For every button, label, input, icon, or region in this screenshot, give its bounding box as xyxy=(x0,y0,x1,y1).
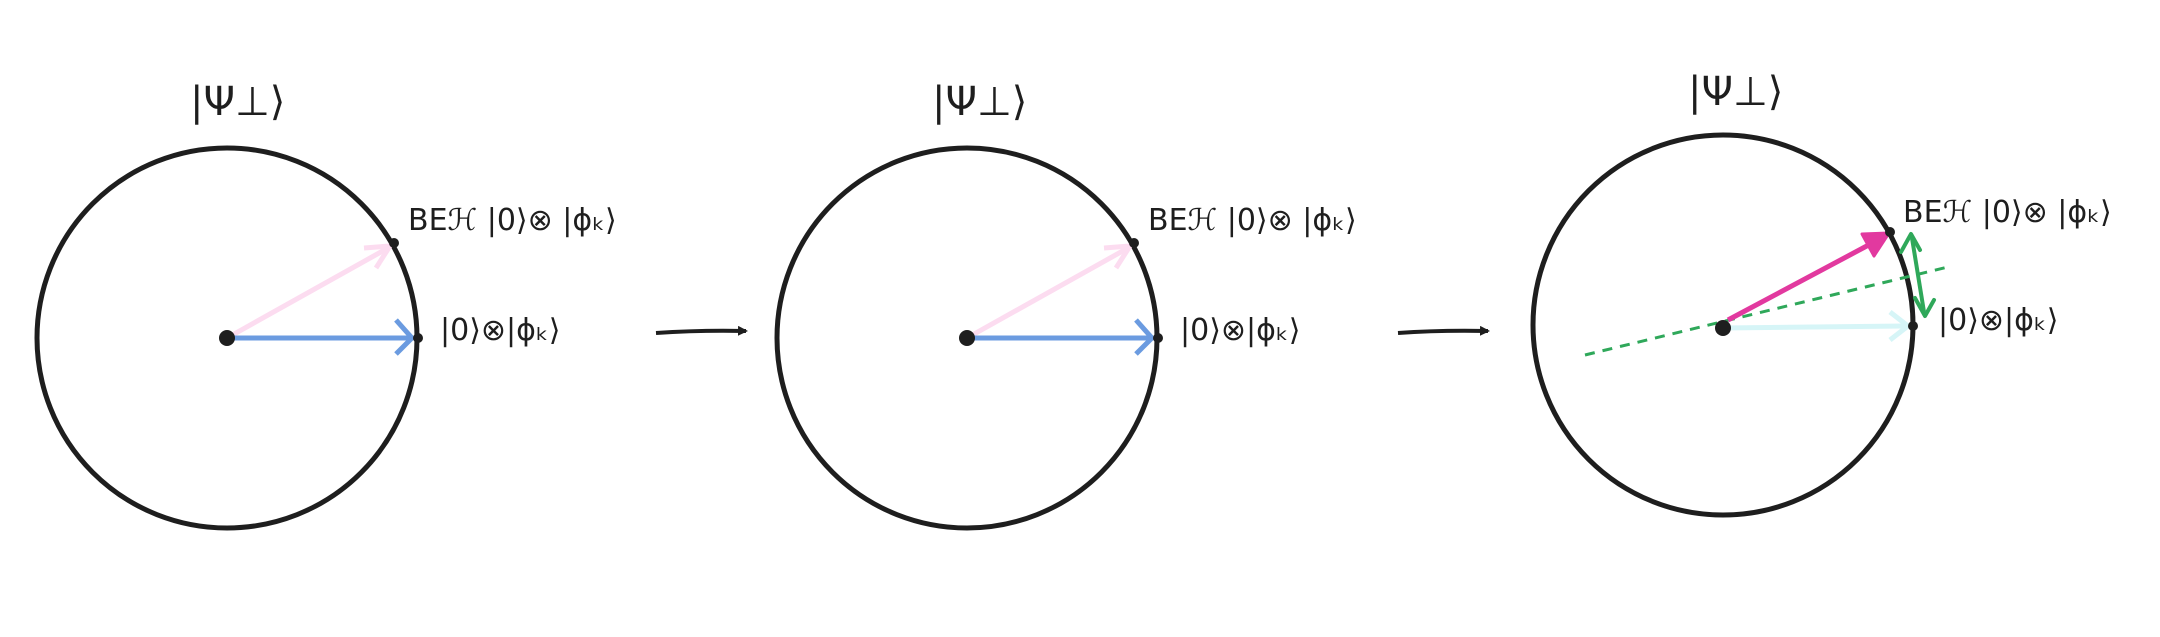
ket-label: |0⟩⊗|ϕₖ⟩ xyxy=(440,313,560,348)
transition-arrow-1 xyxy=(655,325,748,336)
transition-arrow-2 xyxy=(1397,325,1490,336)
panel-3: |Ψ⊥⟩ BEℋ |0⟩⊗ |ϕₖ⟩ |0⟩⊗|ϕₖ⟩ xyxy=(1530,69,2112,518)
reflection-arrow xyxy=(1910,237,1926,313)
psi-perp-label: |Ψ⊥⟩ xyxy=(932,79,1027,125)
origin-dot xyxy=(1715,320,1731,336)
be-vector xyxy=(1726,237,1880,323)
origin-dot xyxy=(219,330,235,346)
be-vector-faint xyxy=(965,245,1130,341)
reflection-arrow-head-top xyxy=(1899,232,1922,254)
reflection-axis xyxy=(1584,264,1953,357)
be-point-dot xyxy=(1885,227,1895,237)
be-label: BEℋ |0⟩⊗ |ϕₖ⟩ xyxy=(1903,195,2112,230)
be-vector-arrowhead xyxy=(1860,231,1891,258)
ket-point-dot xyxy=(1153,333,1163,343)
ket-vector-arrowhead xyxy=(1134,318,1155,356)
be-label: BEℋ |0⟩⊗ |ϕₖ⟩ xyxy=(1148,203,1357,238)
origin-dot xyxy=(959,330,975,346)
reflection-arrow-head-bottom xyxy=(1913,296,1936,318)
ket-point-dot xyxy=(413,333,423,343)
panel-1: |Ψ⊥⟩ BEℋ |0⟩⊗ |ϕₖ⟩ |0⟩⊗|ϕₖ⟩ xyxy=(34,79,617,531)
psi-perp-label: |Ψ⊥⟩ xyxy=(1688,69,1783,115)
ket-vector-arrowhead xyxy=(394,318,415,356)
be-point-dot xyxy=(389,238,399,248)
ket-label: |0⟩⊗|ϕₖ⟩ xyxy=(1180,313,1300,348)
be-vector-faint xyxy=(225,245,390,341)
be-point-dot xyxy=(1129,238,1139,248)
panel-2: |Ψ⊥⟩ BEℋ |0⟩⊗ |ϕₖ⟩ |0⟩⊗|ϕₖ⟩ xyxy=(774,79,1357,531)
ket-vector-faint xyxy=(1722,323,1906,331)
be-label: BEℋ |0⟩⊗ |ϕₖ⟩ xyxy=(408,203,617,238)
ket-point-dot xyxy=(1908,321,1918,331)
psi-perp-label: |Ψ⊥⟩ xyxy=(190,79,285,125)
ket-label: |0⟩⊗|ϕₖ⟩ xyxy=(1938,303,2058,338)
